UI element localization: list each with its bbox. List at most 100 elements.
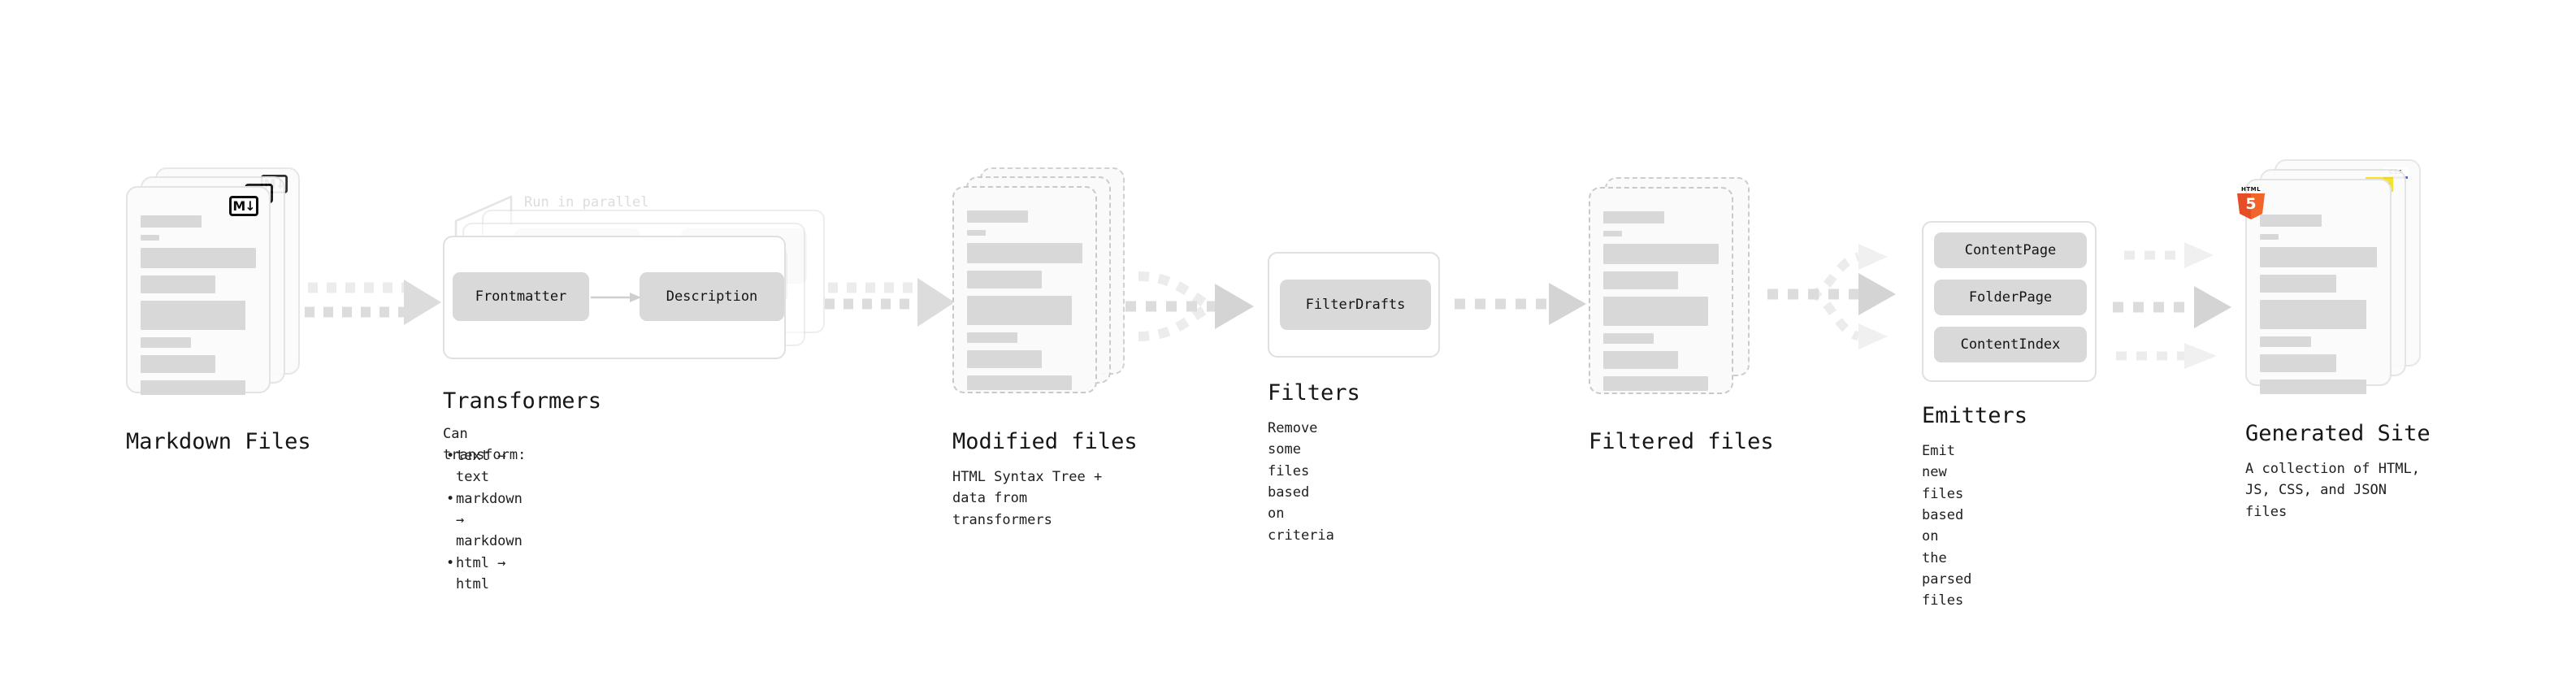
skeleton-bar (2260, 215, 2322, 227)
filtered-file-stack (1589, 177, 1763, 413)
plugin-pill-contentpage[interactable]: ContentPage (1934, 232, 2087, 268)
skeleton-bar (1603, 231, 1622, 236)
skeleton-bar (2260, 247, 2377, 267)
stage-filtered-files: Filtered files (1589, 177, 1774, 454)
skeleton-bar (1603, 333, 1654, 344)
transformer-panel-stack: Frontmatter Description (443, 210, 825, 372)
plugin-pill-folderpage[interactable]: FolderPage (1934, 280, 2087, 315)
stage-title-markdown-files: Markdown Files (126, 429, 311, 454)
stage-generated-site: CSS JS HTML 5 Generated Sit (2237, 159, 2432, 520)
plugin-pill-frontmatter[interactable]: Frontmatter (453, 272, 589, 321)
connector-md-to-transformers (305, 273, 451, 333)
markdown-card-front[interactable]: M↓ (126, 186, 271, 395)
transformer-front-arrow (591, 293, 641, 302)
arrowhead-icon (2184, 343, 2217, 369)
arrowhead-icon (917, 278, 955, 327)
filtered-card-front[interactable] (1589, 187, 1733, 394)
skeleton-bar (1603, 297, 1709, 326)
connector-modified-to-filters (1125, 262, 1280, 354)
skeleton-bar (141, 380, 246, 395)
connector-emitters-to-site (2113, 229, 2259, 379)
connector-dash-upper (1138, 271, 1213, 311)
skeleton-bar (2260, 234, 2279, 240)
plugin-pill-description[interactable]: Description (640, 272, 784, 321)
skeleton-bar (2260, 275, 2336, 293)
stage-title-modified-files: Modified files (952, 429, 1138, 454)
bullet-item: html → html (445, 553, 523, 596)
stage-desc-emitters: Emit new files based on the parsed files (1922, 443, 1972, 609)
skeleton-bar (141, 337, 192, 348)
filters-panel[interactable]: FilterDrafts (1268, 252, 1440, 358)
arrowhead-icon (404, 280, 441, 325)
arrowhead-icon (1858, 244, 1888, 270)
skeleton-bar (1603, 376, 1709, 391)
html5-badge: HTML 5 (2237, 186, 2265, 219)
skeleton-bar (141, 215, 202, 228)
bullet-item: text → text (445, 445, 523, 488)
arrowhead-icon (2194, 286, 2231, 328)
connector-filtered-to-emitters (1767, 241, 1914, 358)
stage-modified-files: Modified files HTML Syntax Tree + data f… (952, 167, 1138, 528)
skeleton-bar (967, 350, 1043, 368)
skeleton-bar (967, 271, 1043, 288)
stage-title-emitters: Emitters (1922, 403, 2028, 428)
stage-title-generated-site: Generated Site (2245, 421, 2431, 446)
html5-shield-inner-icon (2251, 193, 2265, 219)
skeleton-bar (967, 296, 1073, 325)
skeleton-bar (2260, 354, 2336, 372)
markdown-badge: M↓ (229, 196, 258, 216)
site-card-skeleton (2260, 215, 2377, 401)
generated-site-file-stack: CSS JS HTML 5 (2237, 159, 2432, 403)
stage-desc-generated-site: A collection of HTML, JS, CSS, and JSON … (2245, 461, 2420, 520)
skeleton-bar (967, 210, 1029, 223)
bullet-item: markdown → markdown (445, 488, 523, 553)
skeleton-bar (967, 243, 1082, 263)
html5-badge-label: HTML (2240, 186, 2262, 193)
markdown-file-stack: M↓ M↓ M↓ (126, 167, 301, 403)
arrowhead-icon (1858, 273, 1896, 315)
markdown-card-skeleton (141, 215, 256, 402)
html5-badge-number: 5 (2245, 195, 2257, 213)
connector-dash-lower (1809, 289, 1861, 341)
skeleton-bar (141, 235, 159, 241)
transformers-bullet-list: text → text markdown → markdown html → h… (445, 445, 523, 595)
skeleton-bar (2260, 336, 2312, 347)
skeleton-bar (1603, 351, 1679, 369)
arrowhead-icon (1215, 284, 1254, 329)
arrowhead-icon (2184, 242, 2214, 268)
modified-card-skeleton (967, 210, 1082, 397)
skeleton-bar (141, 275, 216, 293)
arrowhead-icon (1858, 323, 1888, 349)
skeleton-bar (1603, 244, 1719, 264)
emitters-panel[interactable]: ContentPage FolderPage ContentIndex (1922, 221, 2097, 382)
skeleton-bar (141, 355, 216, 373)
arrowhead-icon (1549, 283, 1586, 325)
modified-file-stack (952, 167, 1127, 403)
skeleton-bar (141, 248, 256, 268)
skeleton-bar (967, 230, 986, 236)
transformer-panel-front[interactable]: Frontmatter Description (443, 236, 786, 359)
connector-dash-lower (1138, 301, 1213, 341)
plugin-pill-contentindex[interactable]: ContentIndex (1934, 327, 2087, 362)
skeleton-bar (2260, 300, 2367, 329)
plugin-pill-filterdrafts[interactable]: FilterDrafts (1280, 280, 1431, 330)
connector-transformers-to-modified (825, 260, 971, 345)
stage-title-filtered-files: Filtered files (1589, 429, 1774, 454)
stage-desc-filters: Remove some files based on criteria (1268, 420, 1334, 544)
stage-markdown-files: M↓ M↓ M↓ Markdown Files (126, 167, 311, 454)
skeleton-bar (141, 301, 246, 330)
skeleton-bar (2260, 380, 2367, 394)
site-card-front-html[interactable]: HTML 5 (2237, 179, 2392, 394)
filtered-card-skeleton (1603, 211, 1719, 398)
run-in-parallel-label: Run in parallel (524, 194, 649, 210)
skeleton-bar (967, 375, 1073, 390)
skeleton-bar (1603, 271, 1679, 289)
stage-desc-modified-files: HTML Syntax Tree + data from transformer… (952, 469, 1103, 528)
connector-dash-upper (1809, 252, 1860, 299)
skeleton-bar (967, 332, 1018, 343)
modified-card-front[interactable] (952, 186, 1097, 393)
connector-filters-to-filtered (1455, 278, 1597, 338)
skeleton-bar (1603, 211, 1665, 223)
stage-title-transformers: Transformers (443, 388, 602, 414)
